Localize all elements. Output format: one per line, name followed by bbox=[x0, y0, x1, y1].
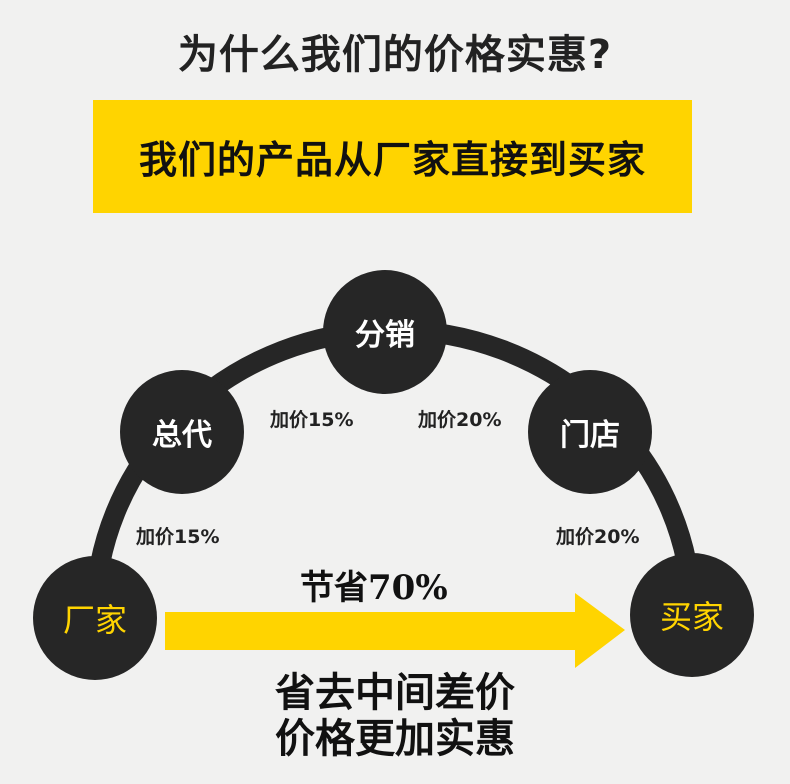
node-general-agent: 总代 bbox=[120, 370, 244, 494]
headline-banner: 我们的产品从厂家直接到买家 bbox=[93, 100, 692, 213]
markup-label: 加价20% bbox=[418, 409, 502, 431]
node-store: 门店 bbox=[528, 370, 652, 494]
node-distributor: 分销 bbox=[323, 270, 447, 394]
markup-label: 加价15% bbox=[270, 409, 354, 431]
markup-label: 加价15% bbox=[136, 526, 220, 548]
slogan-line-2: 价格更加实惠 bbox=[275, 715, 515, 762]
page-title: 为什么我们的价格实惠? bbox=[177, 32, 613, 78]
node-buyer: 买家 bbox=[630, 553, 754, 677]
slogan-line-1: 省去中间差价 bbox=[275, 669, 515, 716]
markup-label: 加价20% bbox=[556, 526, 640, 548]
bottom-slogan: 省去中间差价 价格更加实惠 bbox=[250, 670, 540, 762]
node-factory: 厂家 bbox=[33, 556, 157, 680]
direct-arrow bbox=[165, 593, 625, 668]
savings-label: 节省70% bbox=[300, 568, 448, 608]
